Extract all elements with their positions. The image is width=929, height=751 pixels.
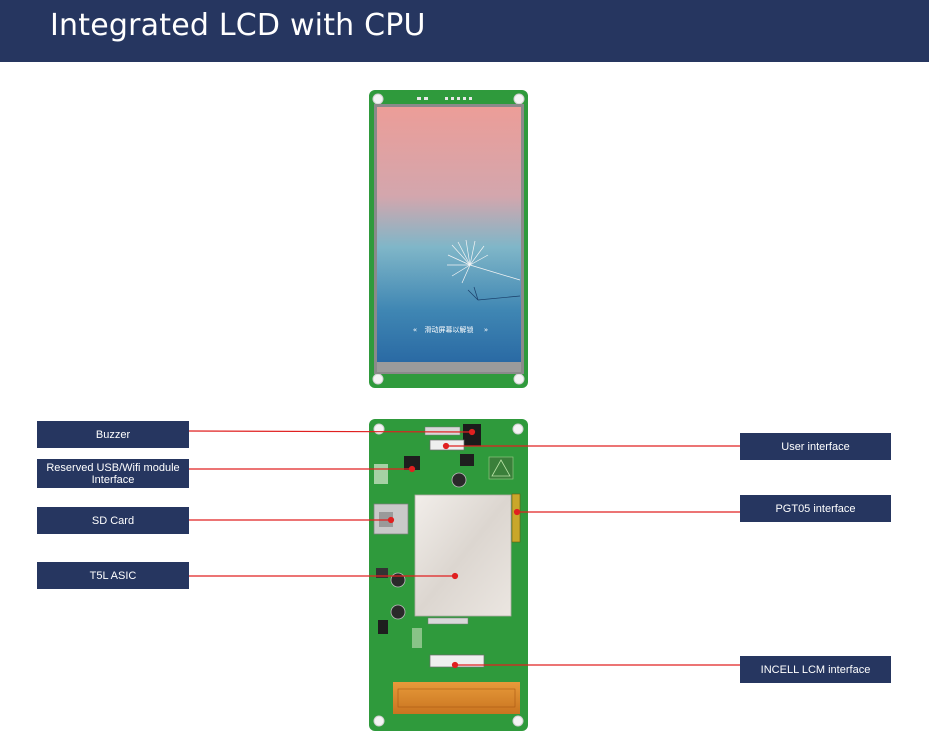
mount-hole <box>372 373 384 385</box>
leader-dot-sd-card <box>387 516 395 524</box>
callout-usb-wifi: Reserved USB/Wifi module Interface <box>37 459 189 488</box>
warning-logo <box>488 456 514 480</box>
mount-hole <box>512 715 524 727</box>
mount-hole <box>512 423 524 435</box>
fpc-connector <box>427 617 469 625</box>
lcd-front-view: 滑动屏幕以解锁 « » <box>369 90 528 388</box>
lcd-screen <box>377 107 521 362</box>
antenna-marking <box>374 464 388 484</box>
lcd-bottom-strip <box>377 362 521 372</box>
top-header-connector <box>424 426 461 436</box>
capacitor <box>451 472 467 488</box>
warning-triangle-icon <box>491 459 511 477</box>
mount-hole <box>373 423 385 435</box>
pcb-back-view <box>369 419 528 731</box>
t5l-asic-shield <box>414 494 512 617</box>
mount-hole <box>372 93 384 105</box>
leader-dot-t5l-asic <box>451 572 459 580</box>
front-pads <box>417 97 472 100</box>
callout-usb-wifi-text-line1: Reserved USB/Wifi module <box>46 461 180 474</box>
callout-user-interface-text: User interface <box>781 440 850 453</box>
swipe-left-arrow-icon: « <box>413 326 417 334</box>
leader-dot-usb-wifi <box>408 465 416 473</box>
mount-hole <box>513 93 525 105</box>
leader-line-buzzer <box>188 430 473 433</box>
ce-marking <box>412 628 422 648</box>
callout-buzzer-text: Buzzer <box>95 428 131 441</box>
callout-sd-card: SD Card <box>37 507 189 534</box>
chip <box>404 456 420 470</box>
callout-user-interface: User interface <box>740 433 891 460</box>
callout-incell-lcm-text: INCELL LCM interface <box>760 663 871 676</box>
callout-pgt05-interface-text: PGT05 interface <box>775 502 856 515</box>
leader-dot-user-interface <box>442 442 450 450</box>
capacitor <box>390 604 406 620</box>
chip <box>378 620 388 634</box>
leader-dot-incell-lcm <box>451 661 459 669</box>
callout-t5l-asic: T5L ASIC <box>37 562 189 589</box>
pgt05-connector <box>511 493 521 543</box>
mount-hole <box>373 715 385 727</box>
title-banner: Integrated LCD with CPU <box>0 0 929 62</box>
leader-dot-pgt05 <box>513 508 521 516</box>
page-title: Integrated LCD with CPU <box>50 8 426 43</box>
leader-dot-buzzer <box>468 428 476 436</box>
leader-lines <box>188 428 740 669</box>
callout-incell-lcm: INCELL LCM interface <box>740 656 891 683</box>
callout-pgt05-interface: PGT05 interface <box>740 495 891 522</box>
unlock-hint-text: 滑动屏幕以解锁 <box>425 325 474 334</box>
flex-cable-trace <box>397 688 516 708</box>
dandelion-graphic <box>447 239 521 301</box>
callout-t5l-asic-text: T5L ASIC <box>89 569 137 582</box>
callout-sd-card-text: SD Card <box>91 514 135 527</box>
chip <box>460 454 474 466</box>
inductor <box>376 568 388 578</box>
swipe-right-arrow-icon: » <box>484 326 488 334</box>
callout-buzzer: Buzzer <box>37 421 189 448</box>
capacitor <box>390 572 406 588</box>
mount-hole <box>513 373 525 385</box>
lcd-flex-cable <box>393 682 520 714</box>
callout-usb-wifi-text-line2: Interface <box>91 473 135 486</box>
